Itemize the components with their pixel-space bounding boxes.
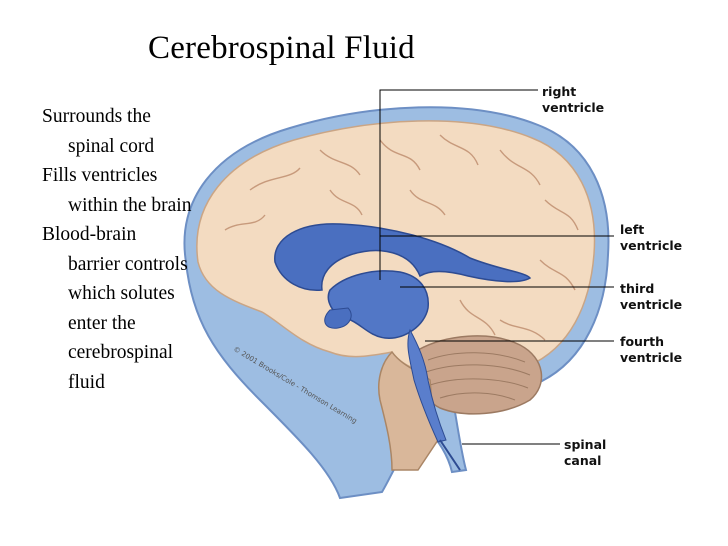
cerebellum [414, 335, 543, 415]
label-right-ventricle: right ventricle [542, 84, 604, 116]
bullet-line: cerebrospinal [68, 342, 174, 363]
bullet-line: within the brain [68, 194, 192, 216]
label-line: left [620, 222, 645, 237]
label-fourth-ventricle: fourth ventricle [620, 334, 682, 366]
slide-title: Cerebrospinal Fluid [148, 30, 415, 66]
label-line: right [542, 84, 577, 99]
label-line: third [620, 281, 655, 296]
label-line: ventricle [542, 100, 605, 115]
fourth-ventricle [407, 328, 447, 443]
bullet-line: spinal cord [68, 135, 155, 157]
brain-sulci [224, 134, 579, 341]
label-line: ventricle [620, 238, 683, 253]
bullet-line: barrier controls [68, 253, 188, 275]
label-line: spinal [564, 437, 607, 452]
label-line: ventricle [620, 350, 683, 365]
label-left-ventricle: left ventricle [620, 222, 682, 254]
cerebellum-folia [425, 352, 531, 401]
label-line: fourth [620, 334, 664, 349]
bullet-item: Surrounds the spinal cord [42, 102, 191, 161]
bullet-line: which solutes [68, 283, 175, 304]
bullet-item: Fills ventricles within the brain [42, 161, 191, 220]
bullet-line: enter the [68, 312, 136, 334]
bullet-line: Blood-brain [42, 224, 137, 245]
bullet-line: Fills ventricles [42, 165, 158, 186]
label-third-ventricle: third ventricle [620, 281, 682, 313]
lateral-ventricle [274, 223, 532, 291]
leader-lines [379, 89, 614, 445]
label-line: canal [564, 453, 602, 468]
bullet-item: Blood-brain barrier controls which solut… [42, 220, 191, 397]
label-line: ventricle [620, 297, 683, 312]
bullet-list: Surrounds the spinal cord Fills ventricl… [42, 102, 191, 397]
spinal-canal-path [439, 439, 461, 471]
bullet-line: Surrounds the [42, 106, 151, 127]
bullet-line: fluid [68, 371, 105, 393]
temporal-horn [324, 307, 352, 329]
label-spinal-canal: spinal canal [564, 437, 606, 469]
